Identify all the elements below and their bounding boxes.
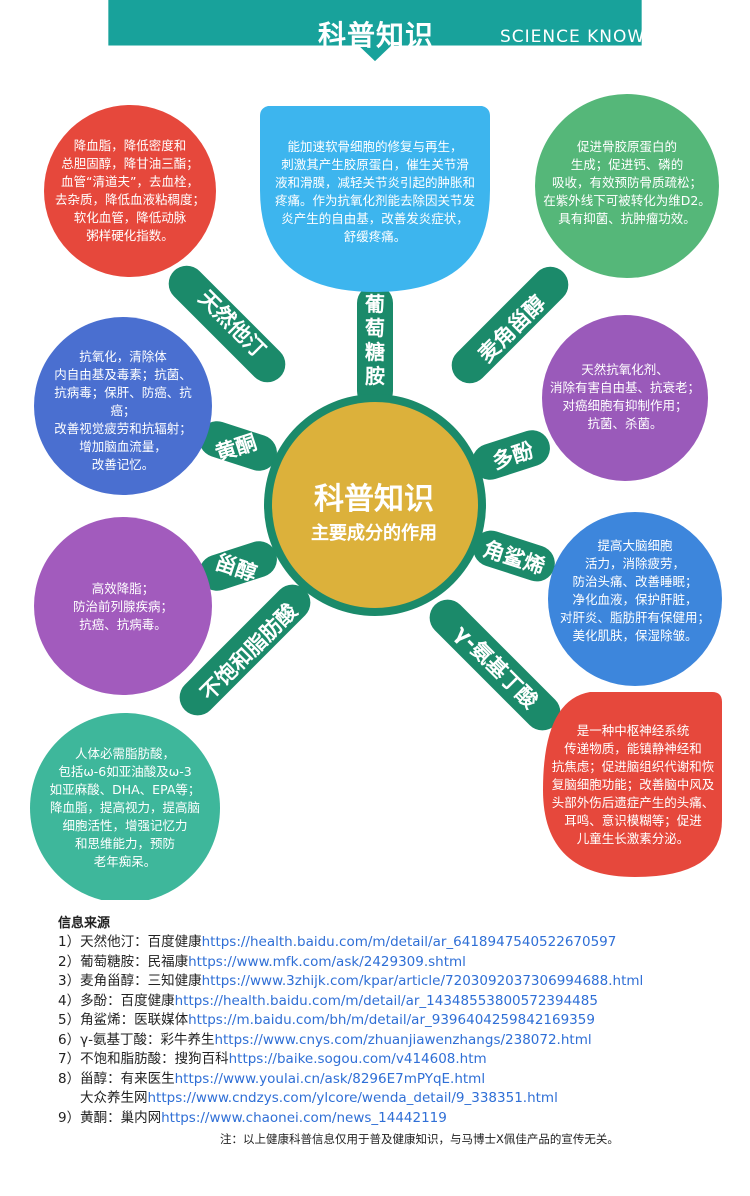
source-item: 4）多酚：百度健康https://health.baidu.com/m/deta… bbox=[58, 992, 738, 1012]
sources-title: 信息来源 bbox=[58, 916, 111, 931]
bubble-gaba bbox=[543, 692, 722, 877]
spoke-squalene bbox=[473, 530, 555, 582]
spoke-glucosamine bbox=[357, 285, 393, 409]
center-subtitle: 主要成分的作用 bbox=[311, 523, 437, 544]
center-circle bbox=[272, 402, 478, 608]
source-name: 7）不饱和脂肪酸：搜狗百科 bbox=[58, 1051, 229, 1067]
spoke-gaba bbox=[429, 599, 561, 731]
source-name: 9）黄酮：巢内网 bbox=[58, 1109, 162, 1126]
source-link[interactable]: https://baike.sogou.com/v414608.htm bbox=[228, 1051, 487, 1067]
source-item: 2）葡萄糖胺：民福康https://www.mfk.com/ask/242930… bbox=[58, 953, 738, 973]
source-name: 5）角鲨烯：医联媒体 bbox=[58, 1012, 189, 1028]
source-name: 2）葡萄糖胺：民福康 bbox=[58, 953, 189, 970]
source-item: 3）麦角甾醇：三知健康https://www.3zhijk.com/kpar/a… bbox=[58, 972, 738, 992]
bubble-text-polyphenol: 天然抗氧化剂、 消除有害自由基、抗衰老； 对癌细胞有抑制作用； 抗菌、杀菌。 bbox=[550, 362, 701, 431]
header-title: 科普知识 bbox=[318, 19, 435, 52]
source-link[interactable]: https://health.baidu.com/m/detail/ar_641… bbox=[201, 934, 617, 950]
sources-section: 信息来源 1）天然他汀：百度健康https://health.baidu.com… bbox=[58, 912, 738, 1128]
source-link[interactable]: https://www.cndzys.com/ylcore/wenda_deta… bbox=[147, 1090, 558, 1106]
source-name: 大众养生网 bbox=[80, 1090, 148, 1106]
source-name: 8）甾醇：有来医生 bbox=[58, 1070, 175, 1087]
bubble-flavone bbox=[34, 317, 212, 495]
disclaimer: 注：以上健康科普信息仅用于普及健康知识，与马博士X佩佳产品的宣传无关。 bbox=[220, 1132, 619, 1146]
ray-label-glucosamine: 葡萄糖胺 bbox=[365, 292, 385, 388]
center-title: 科普知识 bbox=[314, 482, 434, 517]
bubble-text-sterol: 高效降脂； 防治前列腺疾病； 抗癌、抗病毒。 bbox=[72, 581, 173, 632]
source-link[interactable]: https://www.chaonei.com/news_14442119 bbox=[161, 1109, 447, 1126]
source-link[interactable]: https://www.3zhijk.com/kpar/article/7203… bbox=[201, 973, 644, 989]
source-link[interactable]: https://m.baidu.com/bh/m/detail/ar_93964… bbox=[188, 1012, 595, 1028]
source-item: 8）甾醇：有来医生https://www.youlai.cn/ask/8296E… bbox=[58, 1070, 738, 1090]
source-item: 6）γ-氨基丁酸：彩牛养生https://www.cnys.com/zhuanj… bbox=[58, 1031, 738, 1051]
bubble-text-squalene: 提高大脑细胞 活力，消除疲劳， 防治头痛、改善睡眠； 净化血液，保护肝脏， 对肝… bbox=[559, 538, 710, 643]
source-link[interactable]: https://www.cnys.com/zhuanjiawenzhangs/2… bbox=[214, 1031, 592, 1048]
header-subtitle: SCIENCE KNOWLEDGE bbox=[500, 27, 708, 47]
source-link[interactable]: https://www.mfk.com/ask/2429309.shtml bbox=[188, 953, 466, 970]
bubble-text-glucosamine: 能加速软骨细胞的修复与再生， 刺激其产生胶原蛋白，催生关节滑 液和滑膜，减轻关节… bbox=[274, 139, 475, 244]
spoke-ergosterol bbox=[451, 266, 569, 384]
bubble-glucosamine bbox=[260, 106, 490, 292]
source-item: 7）不饱和脂肪酸：搜狗百科https://baike.sogou.com/v41… bbox=[58, 1050, 738, 1070]
spoke-flavone bbox=[199, 421, 277, 471]
source-item: 9）黄酮：巢内网https://www.chaonei.com/news_144… bbox=[58, 1109, 738, 1129]
bubble-text-flavone: 抗氧化，清除体 内自由基及毒素；抗菌、 抗病毒；保肝、防癌、抗癌； 改善视觉疲劳… bbox=[54, 349, 192, 472]
spoke-polyphenol bbox=[472, 430, 550, 480]
source-item: 1）天然他汀：百度健康https://health.baidu.com/m/de… bbox=[58, 933, 738, 953]
bubble-text-statin: 降血脂，降低密度和 总胆固醇，降甘油三酯； 血管“清道夫”，去血栓， 去杂质，降… bbox=[54, 138, 205, 243]
bubble-text-gaba: 是一种中枢神经系统 传递物质，能镇静神经和 抗焦虑；促进脑组织代谢和恢 复脑细胞… bbox=[551, 723, 715, 846]
source-name: 6）γ-氨基丁酸：彩牛养生 bbox=[58, 1031, 215, 1048]
bubble-text-fatty-acid: 人体必需脂肪酸， 包括ω-6如亚油酸及ω-3 如亚麻酸、DHA、EPA等； 降血… bbox=[49, 746, 201, 869]
spoke-fatty-acid bbox=[179, 584, 311, 716]
spoke-statin bbox=[168, 265, 286, 383]
source-link[interactable]: https://www.youlai.cn/ask/8296E7mPYqE.ht… bbox=[174, 1070, 486, 1087]
bubble-ergosterol bbox=[535, 94, 719, 278]
bubble-sterol bbox=[34, 517, 212, 695]
bubble-text-ergosterol: 促进骨胶原蛋白的 生成；促进钙、磷的 吸收，有效预防骨质疏松； 在紫外线下可被转… bbox=[543, 139, 711, 226]
spoke-sterol bbox=[199, 541, 277, 591]
source-name: 4）多酚：百度健康 bbox=[58, 992, 175, 1009]
source-name: 3）麦角甾醇：三知健康 bbox=[58, 973, 202, 989]
source-item: 大众养生网https://www.cndzys.com/ylcore/wenda… bbox=[58, 1089, 738, 1109]
source-link[interactable]: https://health.baidu.com/m/detail/ar_143… bbox=[174, 992, 598, 1009]
bubble-squalene bbox=[548, 512, 722, 686]
bubble-polyphenol bbox=[542, 315, 708, 481]
source-item: 5）角鲨烯：医联媒体https://m.baidu.com/bh/m/detai… bbox=[58, 1011, 738, 1031]
source-name: 1）天然他汀：百度健康 bbox=[58, 934, 202, 950]
header-banner bbox=[108, 0, 642, 62]
bubble-statin bbox=[44, 105, 216, 277]
radial-diagram bbox=[30, 94, 722, 900]
bubble-fatty-acid bbox=[30, 713, 220, 900]
